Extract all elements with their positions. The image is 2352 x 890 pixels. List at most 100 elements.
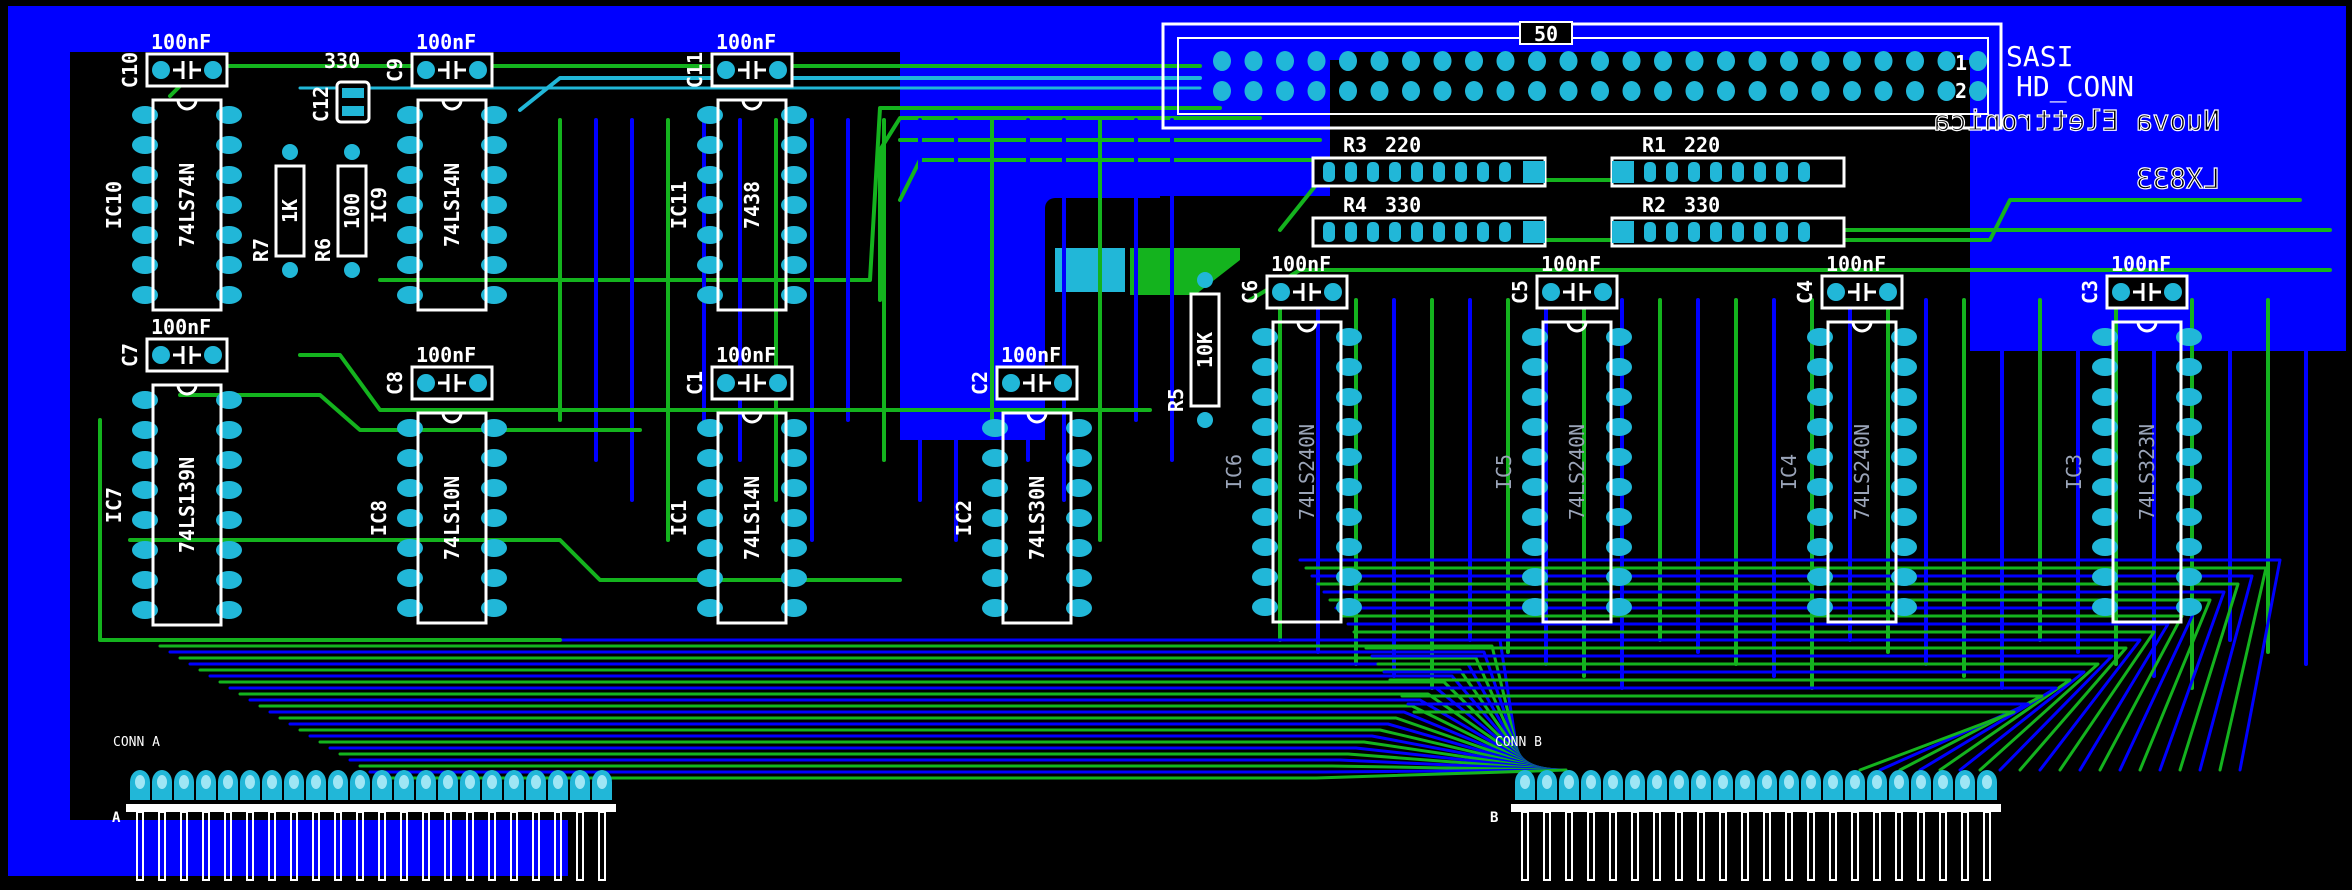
cap-pad [204, 61, 222, 79]
header-pad [1717, 81, 1735, 101]
ic-ref-label: IC6 [1222, 454, 1246, 490]
header-pad [1402, 51, 1420, 71]
ic-part-label: 74LS139N [175, 457, 199, 553]
trace [128, 538, 902, 582]
cap-pad [1272, 283, 1290, 301]
hd-conn-label: HD_CONN [2016, 70, 2134, 104]
cap-ref: C5 [1508, 280, 1532, 304]
header-outline [1161, 22, 2003, 130]
cap-pad [417, 374, 435, 392]
header-pad [1969, 81, 1987, 101]
header-keyway [1519, 21, 1573, 45]
header-pad [1433, 51, 1452, 71]
trace [268, 710, 1546, 772]
network-pad [1732, 162, 1744, 182]
network-pad [1455, 222, 1467, 242]
trace [378, 106, 1222, 282]
resistor-ref: R5 [1164, 388, 1188, 412]
edge-finger-hole [1916, 775, 1926, 789]
edge-finger-hole [267, 775, 277, 789]
network-pad [1411, 162, 1423, 182]
edge-finger-hole [1740, 775, 1750, 789]
network-pin1-pad [1523, 221, 1545, 243]
network-pad [1776, 162, 1788, 182]
edge-finger-hole [333, 775, 343, 789]
cap-symbol [1848, 283, 1876, 301]
edge-finger-hole [1542, 775, 1552, 789]
cap-pad [1827, 283, 1845, 301]
edge-finger-hole [1894, 775, 1904, 789]
resistor-value: 10K [1193, 332, 1217, 368]
edge-fingers [126, 770, 2001, 881]
header-pad [1465, 51, 1483, 71]
header-pad [1622, 81, 1641, 101]
cap-pad [469, 374, 487, 392]
header-pad [1276, 51, 1294, 71]
cap-symbol [173, 61, 201, 79]
ic-outline [1541, 320, 1613, 624]
edge-finger-hole [443, 775, 453, 789]
header-pad [1213, 51, 1231, 71]
network-pin1-pad [1523, 161, 1545, 183]
network-pad [1323, 222, 1335, 242]
header-pad [1654, 81, 1672, 101]
trace [328, 746, 1558, 772]
ic-notch [176, 384, 198, 396]
network-pad [1688, 162, 1700, 182]
edge-finger-hole [1520, 775, 1530, 789]
network-pad [1754, 222, 1766, 242]
cap-ref: C6 [1238, 280, 1262, 304]
network-pad [1455, 162, 1467, 182]
ic-ref-label: IC4 [1777, 454, 1801, 490]
edge-finger-hole [1960, 775, 1970, 789]
cap-pad [2164, 283, 2182, 301]
edge-finger-hole [289, 775, 299, 789]
header-pad [1685, 51, 1704, 71]
cap-symbol [738, 374, 766, 392]
trace [178, 656, 1528, 772]
trace [168, 650, 1526, 772]
ic-notch [1296, 321, 1318, 333]
cap-ref: C4 [1793, 280, 1817, 304]
edge-finger-hole [1630, 775, 1640, 789]
ic-notch [2136, 321, 2158, 333]
header-pad [1244, 81, 1263, 101]
cap-symbol [1023, 374, 1051, 392]
cap-value: 100nF [716, 30, 776, 54]
header-pad [1339, 51, 1357, 71]
network-pad [1666, 162, 1678, 182]
cap-value: 100nF [1826, 252, 1886, 276]
network-ref: R4 [1343, 193, 1367, 217]
ic-ref-label: IC5 [1492, 454, 1516, 490]
cap-symbol [2133, 283, 2161, 301]
trace [288, 722, 1550, 772]
header-pad [1276, 81, 1294, 101]
network-ref: R1 [1642, 133, 1666, 157]
cap-value: 100nF [716, 343, 776, 367]
edge-finger-hole [245, 775, 255, 789]
cap-symbol [173, 346, 201, 364]
ic-outline [1271, 320, 1343, 624]
cap-pad [342, 106, 364, 116]
header-pad [1559, 81, 1578, 101]
ic-notch [741, 412, 763, 424]
header-pin-50: 50 [1534, 22, 1558, 46]
cap-pad [1002, 374, 1020, 392]
header-pad [1874, 51, 1893, 71]
cap-symbol [1563, 283, 1591, 301]
header-pad [1717, 51, 1735, 71]
trace [1298, 558, 2282, 772]
edge-finger-hole [1806, 775, 1816, 789]
ic-part-label: 74LS14N [740, 476, 764, 560]
cap-pad [342, 88, 364, 98]
ic-part-label: 74LS240N [1565, 424, 1589, 520]
network-pad [1732, 222, 1744, 242]
edge-finger-hole [1674, 775, 1684, 789]
edge-finger-hole [1762, 775, 1772, 789]
